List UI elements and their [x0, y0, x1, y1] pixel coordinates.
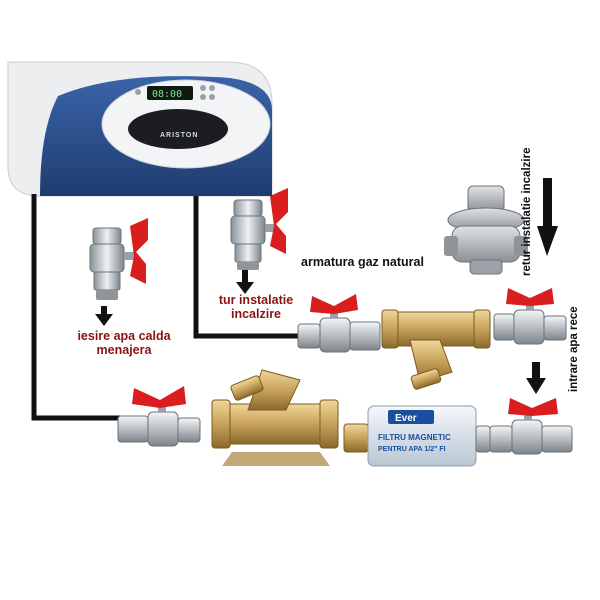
down-arrow-icon	[236, 270, 254, 294]
heating-flow-label: tur instalatie	[218, 293, 294, 307]
valve-handle	[132, 386, 186, 408]
y-strainer-cold	[211, 369, 339, 466]
boiler-button	[200, 85, 206, 91]
boiler: 08:00 ARISTON	[7, 61, 273, 197]
cold-water-pipe	[31, 194, 120, 421]
boiler-button	[200, 94, 206, 100]
boiler-brand-text: ARISTON	[160, 132, 198, 139]
valve-handle	[508, 398, 558, 416]
cold-water-valve	[117, 386, 201, 447]
hot-water-valve	[89, 218, 148, 300]
pipes	[31, 194, 300, 421]
boiler-button	[209, 94, 215, 100]
heating-flow-label-2: incalzire	[230, 306, 282, 321]
valve-handle	[506, 288, 554, 306]
cold-inlet-valve	[489, 398, 573, 455]
heating-flow-pipe	[193, 196, 300, 339]
valve-handle	[270, 188, 288, 254]
down-arrow-icon	[95, 306, 113, 326]
boiler-display	[147, 86, 193, 100]
boiler-button	[209, 85, 215, 91]
magnetic-filter: Ever FILTRU MAGNETIC PENTRU APA 1/2" FI	[343, 405, 491, 467]
down-arrow-icon	[537, 178, 558, 256]
filter-label-line2: PENTRU APA 1/2" FI	[378, 446, 446, 453]
gas-regulator	[444, 185, 528, 275]
heating-return-label: retur instalatie incalzire	[521, 147, 533, 276]
filter-brand-text: Ever	[395, 413, 417, 424]
filter-label-line1: FILTRU MAGNETIC	[378, 433, 451, 442]
filter-brand-badge	[388, 410, 434, 424]
heating-return-valve	[493, 288, 567, 345]
hot-water-outlet-label-2: menajera	[96, 342, 152, 357]
valve-handle	[130, 218, 148, 284]
boiler-button	[135, 89, 141, 95]
hot-water-outlet-label: iesire apa calda	[77, 329, 171, 343]
valve-handle	[310, 294, 358, 314]
gas-fitting-label: armatura gaz natural	[301, 255, 424, 269]
y-strainer-heating	[381, 309, 491, 390]
heating-inline-valve	[297, 294, 381, 353]
cold-water-inlet-label: intrare apa rece	[568, 306, 580, 392]
heating-flow-valve	[230, 188, 288, 270]
down-arrow-icon	[526, 362, 546, 394]
boiler-display-text: 08:00	[152, 89, 182, 100]
